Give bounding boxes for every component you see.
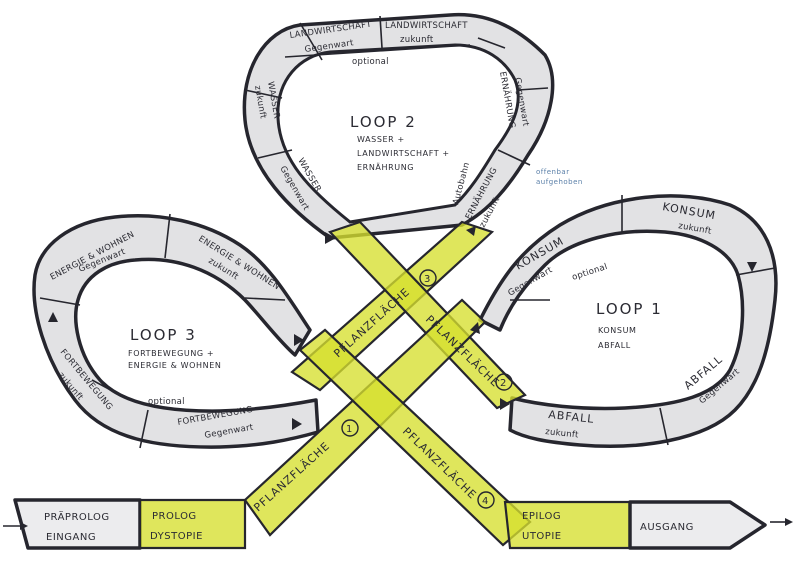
loop-3-band xyxy=(32,213,320,449)
praeprolog-label: PRÄPROLOG xyxy=(44,510,110,523)
dystopie-label: DYSTOPIE xyxy=(150,531,203,542)
loop-3-subtitle-2: ENERGIE & WOHNEN xyxy=(128,361,221,370)
direction-arrow-icon xyxy=(325,232,336,244)
abfall-zukunft-top: ABFALL xyxy=(548,408,595,426)
utopie-label: UTOPIE xyxy=(522,531,562,542)
loop-1-band xyxy=(478,194,778,448)
loop-2-band xyxy=(242,12,555,240)
ausgang-label: AUSGANG xyxy=(640,522,694,533)
loop-1-subtitle-1: KONSUM xyxy=(598,326,637,335)
loop-2-subtitle-2: LANDWIRTSCHAFT + xyxy=(357,149,450,158)
loop-1-subtitle-2: ABFALL xyxy=(598,341,631,350)
lane-3-number: 3 xyxy=(424,274,431,285)
loop-2-subtitle-3: ERNÄHRUNG xyxy=(357,162,414,172)
direction-arrow-icon xyxy=(500,398,510,410)
direction-arrow-icon xyxy=(470,322,480,334)
direction-arrow-icon xyxy=(48,312,58,322)
loop-2-title: LOOP 2 xyxy=(350,113,417,131)
direction-arrow-icon xyxy=(747,262,757,272)
landwirtschaft-zukunft-top: LANDWIRTSCHAFT xyxy=(385,21,468,31)
eingang-label: EINGANG xyxy=(46,532,96,543)
direction-arrow-icon xyxy=(294,334,304,346)
epilog-label: EPILOG xyxy=(522,511,561,522)
note-line-2: aufgehoben xyxy=(536,178,583,186)
lane-1-number-circle xyxy=(341,419,359,437)
lanes xyxy=(243,220,532,547)
loop-3-title: LOOP 3 xyxy=(130,326,197,344)
lane-2-number-circle xyxy=(495,373,513,391)
loop-3-subtitle-1: FORTBEWEGUNG + xyxy=(128,349,214,358)
lane-4-number: 4 xyxy=(482,496,489,507)
lane-3-label: PFLANZFLÄCHE xyxy=(331,285,412,360)
entry-exit-path xyxy=(3,498,793,550)
lane-2-number: 2 xyxy=(500,378,507,389)
landwirtschaft-zukunft-bottom: zukunft xyxy=(400,35,434,45)
direction-markers xyxy=(48,226,757,430)
loop-3-optional: optional xyxy=(148,397,185,407)
loop-1-title: LOOP 1 xyxy=(596,300,663,318)
lane-4-number-circle xyxy=(477,491,495,509)
prolog-label: PROLOG xyxy=(152,511,197,522)
lane-3-number-circle xyxy=(419,269,437,287)
direction-arrow-icon xyxy=(292,418,302,430)
abfall-zukunft-bottom: zukunft xyxy=(545,427,580,440)
loop-2-subtitle-1: WASSER + xyxy=(357,135,405,144)
lane-pflanzflaeche-1 xyxy=(243,298,487,537)
direction-arrow-icon xyxy=(466,226,476,236)
note-line-1: offenbar xyxy=(536,168,570,176)
loop-2-optional: optional xyxy=(352,57,389,67)
loop-1-optional: optional xyxy=(571,262,609,283)
lane-1-number: 1 xyxy=(346,424,353,435)
